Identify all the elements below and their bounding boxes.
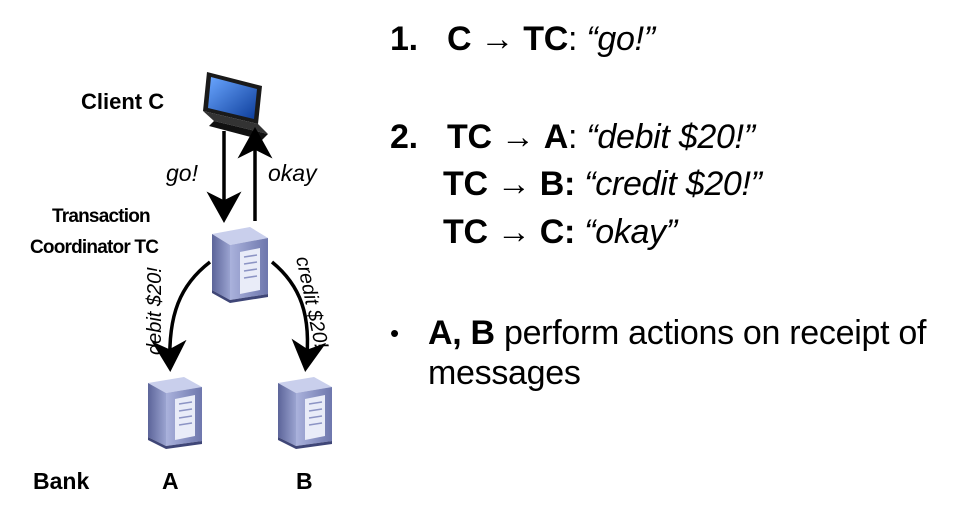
node-a-label: A [162,468,179,494]
step-2-2-to: B [539,165,565,203]
client-label: Client C [81,89,164,114]
msg-go-label: go! [166,160,199,186]
server-b-icon [278,377,332,449]
step-2-line-2: TC → B: “credit $20!” [443,164,762,204]
server-a-icon [148,377,202,449]
step-2-1-arrow: → [500,118,535,156]
step-2-number: 2. [390,118,418,156]
step-1-to: TC [523,20,569,58]
step-2-3-from: TC [443,213,488,251]
step-2-2-message: “credit $20!” [584,165,762,203]
tc-label-line2: Coordinator TC [30,237,159,258]
step-1: 1. C → TC: “go!” [390,19,655,59]
step-2-line-3: TC → C: “okay” [443,212,677,252]
arrow-debit [151,260,212,372]
step-1-arrow: → [480,20,515,58]
diagram: Client C go! okay Transaction Coordinato… [30,72,332,494]
tc-server-icon [212,227,268,303]
step-2-1-to: A [543,118,569,156]
msg-debit-label: debit $20! [144,267,166,355]
step-2-1-colon: : [568,118,578,156]
msg-okay-label: okay [268,160,318,186]
msg-credit-label: credit $20! [291,254,332,350]
step-2-3-arrow: → [496,213,531,251]
bullet-rest: perform actions on receipt of messages [428,314,927,392]
step-2-3-message: “okay” [584,213,677,251]
step-2-line-1: 2. TC → A: “debit $20!” [390,117,755,157]
step-1-from: C [447,20,472,58]
laptop-icon [203,72,268,140]
step-2-2-from: TC [443,165,488,203]
step-1-colon: : [568,20,578,58]
step-2-1-message: “debit $20!” [586,118,755,156]
bullet-icon: • [390,318,399,348]
arrow-credit [270,260,327,372]
step-2-2-arrow: → [496,165,531,203]
bullet-text: A, B perform actions on receipt of messa… [428,313,948,393]
node-b-label: B [296,468,313,494]
step-1-number: 1. [390,20,418,58]
step-1-message: “go!” [586,20,655,58]
tc-label-line1: Transaction [52,206,150,227]
step-2-1-from: TC [447,118,492,156]
step-2-3-to: C [539,213,565,251]
step-2-2-colon: : [564,165,576,203]
bullet-bold: A, B [428,314,495,352]
step-2-3-colon: : [564,213,576,251]
bank-label: Bank [33,468,89,494]
